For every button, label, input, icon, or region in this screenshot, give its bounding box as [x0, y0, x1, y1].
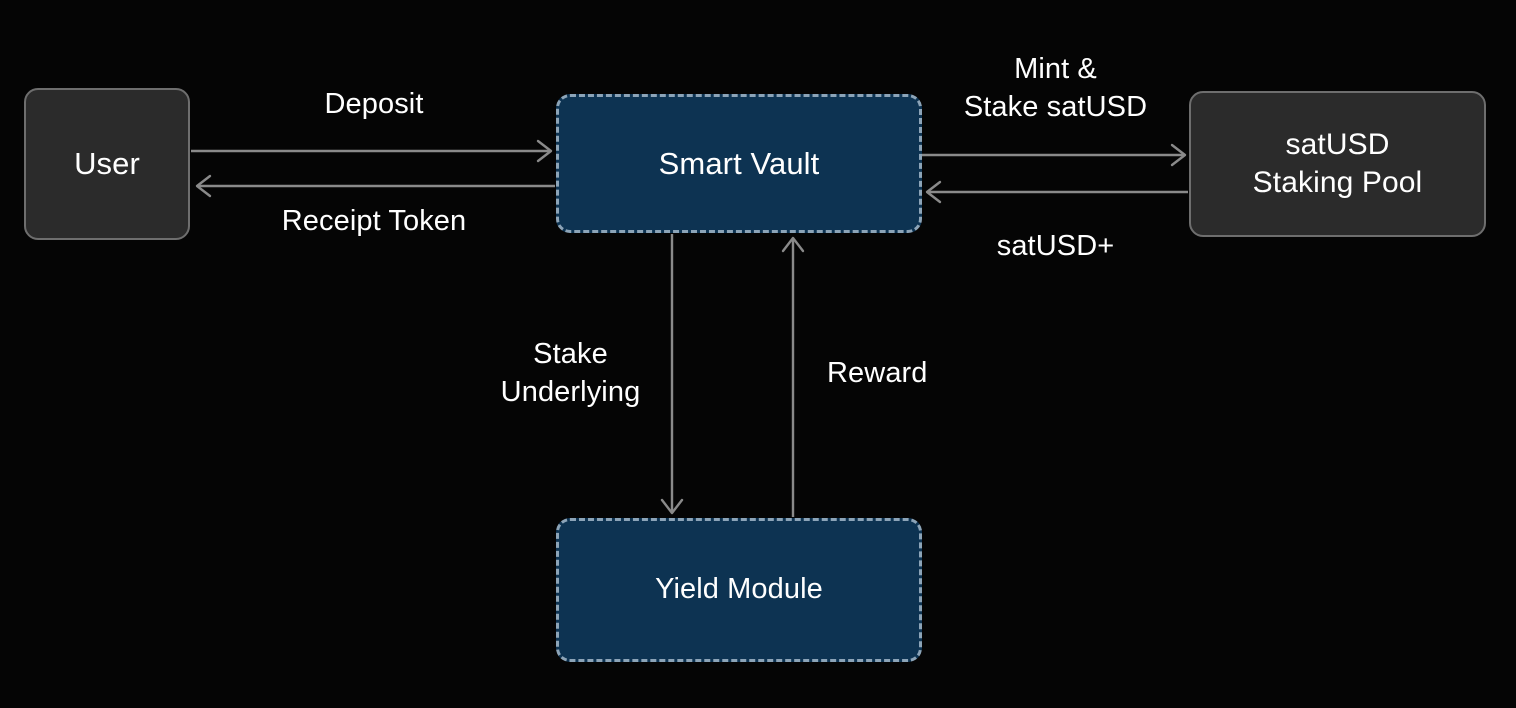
edge-mint-stake-satusd: [922, 143, 1187, 167]
edge-label-receipt-token: Receipt Token: [281, 205, 467, 237]
node-user-label: User: [74, 146, 140, 182]
node-user[interactable]: User: [24, 88, 190, 240]
node-satusd-staking-pool-label: satUSD Staking Pool: [1252, 127, 1423, 199]
edge-satusd-plus: [925, 180, 1188, 204]
edge-label-deposit: Deposit: [324, 88, 424, 120]
edge-deposit: [191, 139, 553, 163]
edge-label-reward: Reward: [827, 357, 928, 389]
edge-label-stake-underlying: Stake Underlying: [500, 338, 641, 408]
node-yield-module-label: Yield Module: [655, 573, 823, 606]
edge-label-mint-stake-satusd: Mint & Stake satUSD: [963, 53, 1148, 123]
node-smart-vault-label: Smart Vault: [658, 145, 820, 181]
edge-label-satusd-plus: satUSD+: [996, 230, 1115, 262]
node-smart-vault[interactable]: Smart Vault: [556, 94, 922, 233]
edge-receipt-token: [195, 174, 555, 198]
node-satusd-staking-pool[interactable]: satUSD Staking Pool: [1189, 91, 1486, 237]
node-yield-module[interactable]: Yield Module: [556, 518, 922, 662]
